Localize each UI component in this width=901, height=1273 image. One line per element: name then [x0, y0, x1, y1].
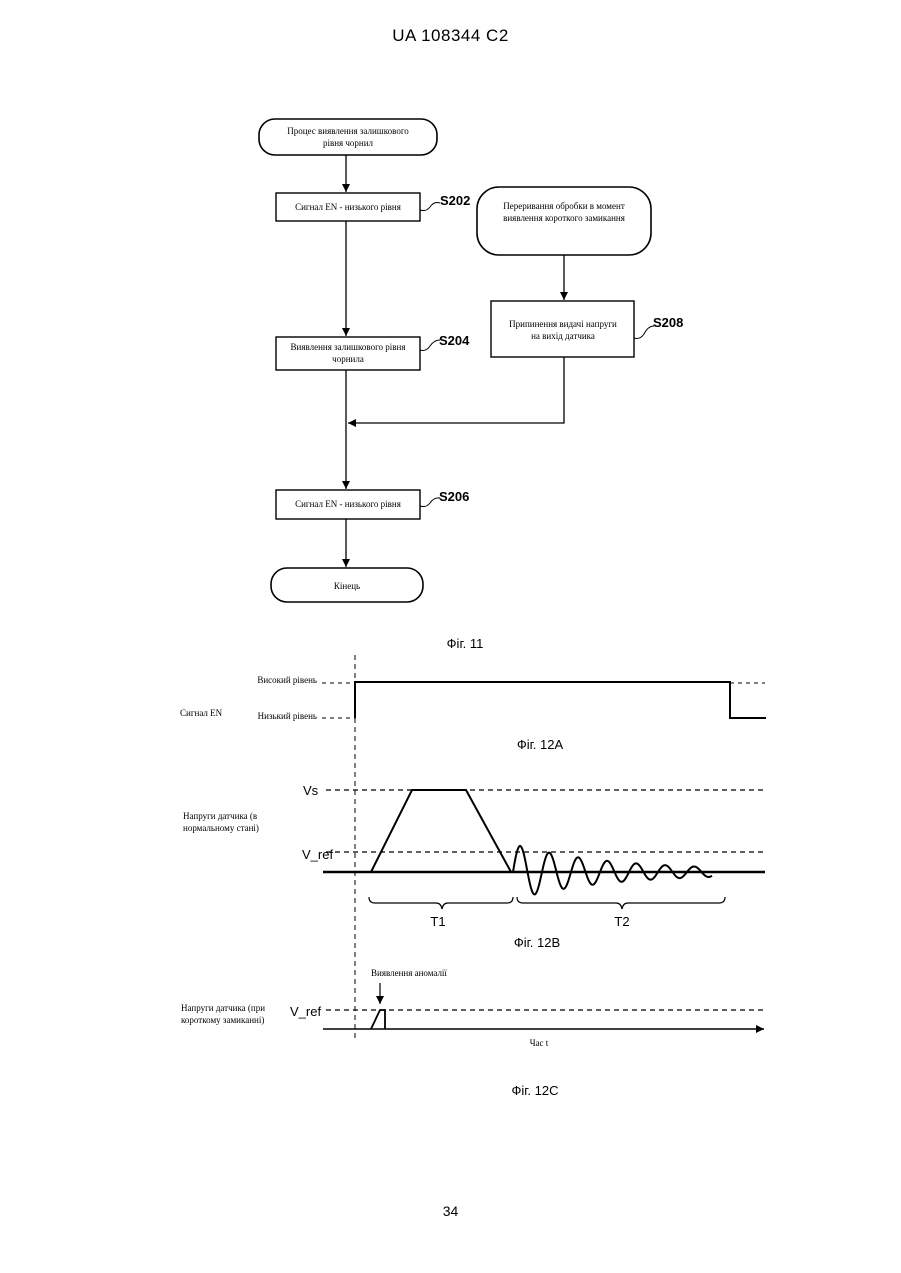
vs-label: Vs: [303, 783, 319, 798]
fig11-caption: Фіг. 11: [447, 636, 484, 651]
s202-leader: [420, 203, 440, 211]
s206-tag: S206: [439, 489, 469, 504]
low-level-label: Низький рівень: [258, 711, 317, 721]
s204-box-label-line2: чорнила: [332, 354, 364, 364]
fig12c-caption: Фіг. 12C: [512, 1083, 559, 1098]
t2-ringing-oscillation: [513, 846, 712, 894]
interrupt-label-line2: виявлення короткого замикання: [503, 213, 625, 223]
fig12a-en-signal: Високий рівень Низький рівень Сигнал EN: [180, 675, 766, 721]
start-terminator: Процес виявлення залишкового рівня чорни…: [259, 119, 437, 155]
s202-box-label: Сигнал EN - низького рівня: [295, 202, 401, 212]
high-level-label: Високий рівень: [257, 675, 317, 685]
fig11-flowchart: Процес виявлення залишкового рівня чорни…: [259, 119, 683, 602]
s208-process-box: Припинення видачі напруги на вихід датчи…: [491, 301, 683, 357]
s204-leader: [420, 340, 440, 351]
s202-process-box: Сигнал EN - низького рівня S202: [276, 193, 470, 221]
interrupt-terminator: Переривання обробки в момент виявлення к…: [477, 187, 651, 255]
s202-tag: S202: [440, 193, 470, 208]
short-circuit-spike: [371, 1010, 385, 1029]
signal-en-label: Сигнал EN: [180, 708, 223, 718]
en-signal-waveform: [355, 682, 766, 718]
s204-box-label-line1: Виявлення залишкового рівня: [291, 342, 406, 352]
fig12a-caption: Фіг. 12A: [517, 737, 564, 752]
s204-process-box: Виявлення залишкового рівня чорнила S204: [276, 333, 470, 370]
page-number: 34: [0, 1203, 901, 1219]
t1-trapezoid-pulse: [371, 790, 511, 872]
s208-leader: [634, 326, 654, 339]
fig12b-normal-sensor-voltage: Vs V_ref Напруги датчика (в нормальному …: [183, 783, 765, 929]
t2-brace: [517, 897, 725, 909]
end-label: Кінець: [334, 581, 360, 591]
s206-leader: [420, 498, 440, 507]
s204-tag: S204: [439, 333, 470, 348]
s208-box-label-line1: Припинення видачі напруги: [509, 319, 617, 329]
sensor-short-label-line2: короткому замиканні): [181, 1015, 264, 1025]
anomaly-detection-label: Виявлення аномалії: [371, 968, 447, 978]
fig12b-caption: Фіг. 12B: [514, 935, 560, 950]
vref-label-12b: V_ref: [302, 847, 333, 862]
vref-label-12c: V_ref: [290, 1004, 321, 1019]
start-label-line2: рівня чорнил: [323, 138, 374, 148]
s206-process-box: Сигнал EN - низького рівня S206: [276, 489, 469, 519]
start-label-line1: Процес виявлення залишкового: [287, 126, 409, 136]
t1-label: T1: [430, 914, 445, 929]
end-terminator: Кінець: [271, 568, 423, 602]
s208-box-label-line2: на вихід датчика: [531, 331, 595, 341]
s208-tag: S208: [653, 315, 683, 330]
time-axis-label: Час t: [530, 1038, 549, 1048]
sensor-short-label-line1: Напруги датчика (при: [181, 1003, 265, 1013]
t2-label: T2: [614, 914, 629, 929]
interrupt-label-line1: Переривання обробки в момент: [503, 201, 625, 211]
sensor-normal-label-line1: Напруги датчика (в: [183, 811, 257, 821]
s206-box-label: Сигнал EN - низького рівня: [295, 499, 401, 509]
fig12c-short-circuit-sensor-voltage: Виявлення аномалії V_ref Напруги датчика…: [181, 968, 765, 1048]
sensor-normal-label-line2: нормальному стані): [183, 823, 259, 833]
t1-brace: [369, 897, 513, 909]
